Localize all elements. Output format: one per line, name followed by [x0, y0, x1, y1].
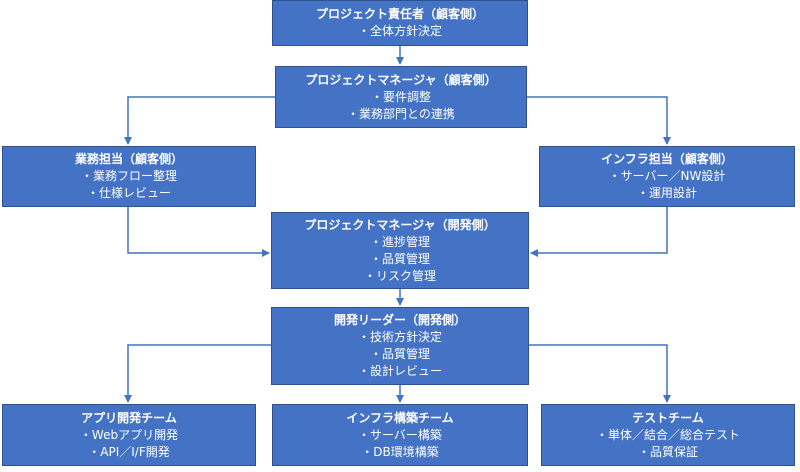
node-dev-leader: 開発リーダー（開発側） ・技術方針決定 ・品質管理 ・設計レビュー	[271, 307, 529, 385]
node-item: ・業務部門との連携	[347, 106, 455, 121]
node-item: ・品質管理	[369, 347, 430, 361]
connector-leader-to-app	[124, 344, 271, 403]
node-item: ・単体／結合／総合テスト	[595, 427, 740, 442]
node-title: 業務担当（顧客側）	[74, 152, 183, 166]
connector-pm-client-to-biz	[124, 96, 275, 145]
node-item: ・リスク管理	[363, 268, 436, 283]
node-item: ・運用設計	[636, 186, 697, 200]
node-item: ・API／I/F開発	[88, 444, 170, 459]
node-item: ・技術方針決定	[357, 330, 442, 344]
node-item: ・進捗管理	[369, 234, 430, 249]
node-test-team: テストチーム ・単体／結合／総合テスト ・品質保証	[541, 404, 795, 466]
node-item: ・品質管理	[369, 251, 430, 266]
node-infra-owner-client: インフラ担当（顧客側） ・サーバー／NW設計 ・運用設計	[539, 146, 795, 207]
node-title: プロジェクトマネージャ（開発側）	[304, 217, 496, 232]
node-title: インフラ構築チーム	[346, 410, 454, 425]
node-item: ・業務フロー整理	[80, 169, 177, 183]
node-item: ・Webアプリ開発	[79, 427, 179, 442]
node-item: ・仕様レビュー	[86, 186, 171, 200]
node-title: プロジェクト責任者（顧客側）	[315, 7, 484, 21]
node-item: ・品質保証	[637, 444, 698, 459]
node-title: インフラ担当（顧客側）	[601, 152, 733, 166]
node-pm-client: プロジェクトマネージャ（顧客側） ・要件調整 ・業務部門との連携	[275, 66, 527, 128]
node-item: ・サーバー構築	[358, 427, 442, 442]
node-item: ・DB環境構築	[361, 444, 439, 459]
connector-leader-to-test	[529, 344, 671, 403]
node-title: プロジェクトマネージャ（顧客側）	[305, 72, 497, 87]
connector-pm-client-to-infra	[527, 96, 671, 145]
node-project-owner-client: プロジェクト責任者（顧客側） ・全体方針決定	[272, 0, 528, 46]
node-item: ・サーバー／NW設計	[608, 169, 726, 183]
node-pm-dev: プロジェクトマネージャ（開発側） ・進捗管理 ・品質管理 ・リスク管理	[271, 212, 529, 289]
node-item: ・要件調整	[370, 89, 431, 104]
node-title: テストチーム	[632, 410, 704, 425]
node-biz-owner-client: 業務担当（顧客側） ・業務フロー整理 ・仕様レビュー	[2, 146, 256, 207]
connector-infra-to-pm-dev	[530, 207, 668, 257]
node-item: ・設計レビュー	[357, 364, 442, 378]
node-app-team: アプリ開発チーム ・Webアプリ開発 ・API／I/F開発	[2, 404, 256, 466]
node-title: アプリ開発チーム	[81, 410, 177, 425]
node-item: ・全体方針決定	[357, 24, 442, 38]
connector-biz-to-pm-dev	[127, 207, 270, 257]
node-title: 開発リーダー（開発側）	[333, 313, 466, 327]
node-infra-team: インフラ構築チーム ・サーバー構築 ・DB環境構築	[272, 404, 528, 466]
